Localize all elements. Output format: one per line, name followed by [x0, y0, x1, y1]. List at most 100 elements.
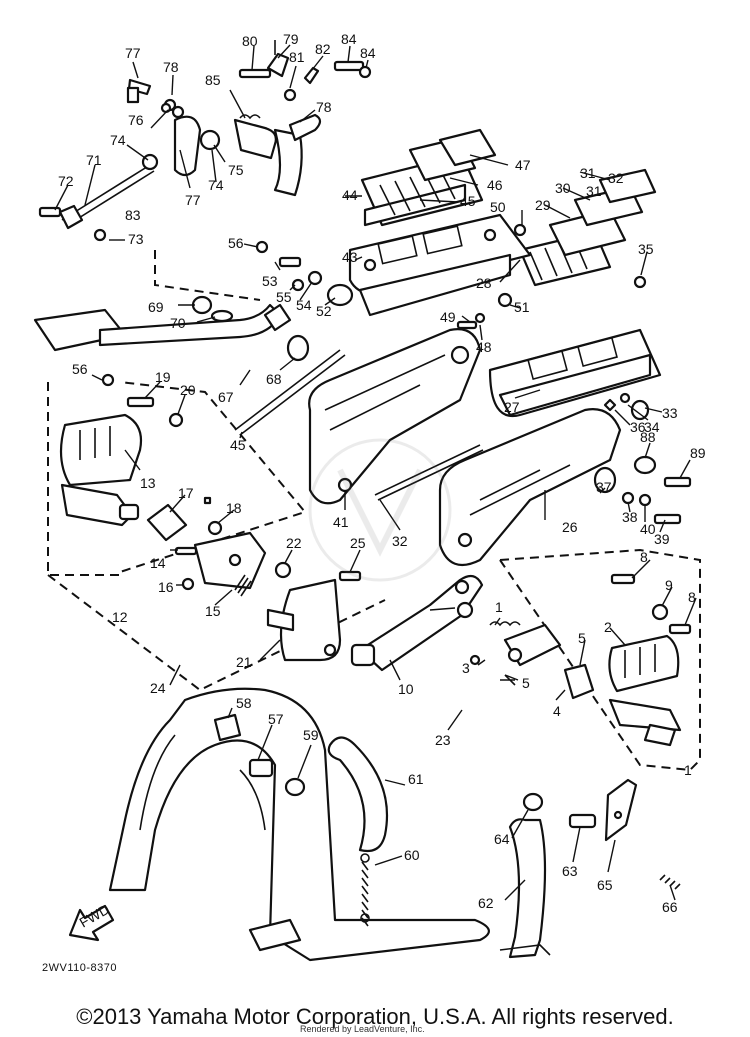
- part-number: 50: [490, 199, 506, 215]
- part-number: 76: [128, 112, 144, 128]
- part-number: 40: [640, 521, 656, 537]
- part-number: 32: [608, 170, 624, 186]
- part-number: 73: [128, 231, 144, 247]
- part-number: 56: [72, 361, 88, 377]
- part-number: 89: [690, 445, 706, 461]
- rod-47: [234, 349, 341, 431]
- part-number: 27: [504, 399, 520, 415]
- footrest-rubber-right: [518, 168, 657, 287]
- part-number: 15: [205, 603, 221, 619]
- part-number: 56: [228, 235, 244, 251]
- right-side-hardware: [593, 275, 692, 525]
- part-number: 77: [125, 45, 141, 61]
- part-number: 72: [58, 173, 74, 189]
- part-number: 37: [596, 479, 612, 495]
- footrest-right-assembly: [456, 573, 692, 747]
- part-number: 29: [535, 197, 551, 213]
- part-number: 5: [522, 675, 530, 691]
- part-number: 34: [644, 419, 660, 435]
- watermark-logo: [308, 438, 452, 582]
- part-number: 31: [586, 183, 602, 199]
- collar-59: [284, 777, 306, 797]
- part-number: 67: [218, 389, 234, 405]
- brake-pedal: [33, 295, 310, 362]
- part-number: 52: [316, 303, 332, 319]
- part-number: 57: [268, 711, 284, 727]
- spring-60: [361, 861, 369, 927]
- footrest-bracket-27: [488, 328, 662, 418]
- part-number: 85: [205, 72, 221, 88]
- fwd-arrow-icon: FWD: [68, 901, 115, 942]
- part-number: 9: [665, 577, 673, 593]
- part-number: 24: [150, 680, 166, 696]
- part-number: 53: [262, 273, 278, 289]
- part-number: 84: [341, 31, 357, 47]
- footrest-left-assembly: [59, 413, 292, 597]
- part-number: 81: [289, 49, 305, 65]
- assembly-box-left-lower: [47, 574, 386, 692]
- part-number: 3: [462, 660, 470, 676]
- part-number: 22: [286, 535, 302, 551]
- part-number: 8: [688, 589, 696, 605]
- part-number: 49: [440, 309, 456, 325]
- part-number: 1: [495, 599, 503, 615]
- leader-lines: [54, 44, 697, 901]
- part-number: 1: [684, 762, 692, 778]
- part-number: 45: [230, 437, 246, 453]
- part-number: 68: [266, 371, 282, 387]
- part-number: 23: [435, 732, 451, 748]
- part-number: 84: [360, 45, 376, 61]
- assembly-box-right: [499, 548, 701, 772]
- part-number: 13: [140, 475, 156, 491]
- part-number-labels: 77 78 80 79 81 82 84 84 85 78 76 74 71 7…: [58, 31, 706, 915]
- part-number: 19: [155, 369, 171, 385]
- part-number: 79: [283, 31, 299, 47]
- bracket-61: [327, 736, 389, 853]
- part-number: 16: [158, 579, 174, 595]
- part-number: 61: [408, 771, 424, 787]
- assembly-box-left: [47, 381, 307, 576]
- part-number: 54: [296, 297, 312, 313]
- part-number: 41: [333, 514, 349, 530]
- part-number: 74: [208, 177, 224, 193]
- rod-32: [374, 444, 481, 496]
- part-number: 48: [476, 339, 492, 355]
- mid-hardware: [101, 223, 527, 505]
- part-number: 12: [112, 609, 128, 625]
- part-number: 18: [226, 500, 242, 516]
- assembly-box-top: [154, 250, 261, 301]
- part-number: 77: [185, 192, 201, 208]
- part-number: 14: [150, 555, 166, 571]
- side-stand: [499, 778, 681, 959]
- bracket-plate-41: [308, 328, 482, 505]
- center-stand: [108, 687, 490, 962]
- part-number: 83: [125, 207, 141, 223]
- part-number: 10: [398, 681, 414, 697]
- part-number: 78: [316, 99, 332, 115]
- part-number: 36: [630, 419, 646, 435]
- part-number: 58: [236, 695, 252, 711]
- shift-lever-10: [358, 574, 484, 672]
- part-number: 31: [580, 165, 596, 181]
- rendered-by-text: Rendered by LeadVenture, Inc.: [300, 1024, 425, 1034]
- part-number: 55: [276, 289, 292, 305]
- part-number: 46: [487, 177, 503, 193]
- part-number: 71: [86, 152, 102, 168]
- part-number: 38: [622, 509, 638, 525]
- part-number: 4: [553, 703, 561, 719]
- copyright-text: ©2013 Yamaha Motor Corporation, U.S.A. A…: [76, 1004, 674, 1029]
- brake-rod-group: [38, 40, 372, 242]
- part-number: 65: [597, 877, 613, 893]
- part-number: 21: [236, 654, 252, 670]
- part-number: 78: [163, 59, 179, 75]
- part-number: 75: [228, 162, 244, 178]
- part-number: 51: [514, 299, 530, 315]
- part-number: 70: [170, 315, 186, 331]
- part-number: 39: [654, 531, 670, 547]
- part-number: 28: [476, 275, 492, 291]
- part-number: 2: [604, 619, 612, 635]
- part-number: 64: [494, 831, 510, 847]
- bushing-58: [213, 713, 242, 742]
- part-number: 33: [662, 405, 678, 421]
